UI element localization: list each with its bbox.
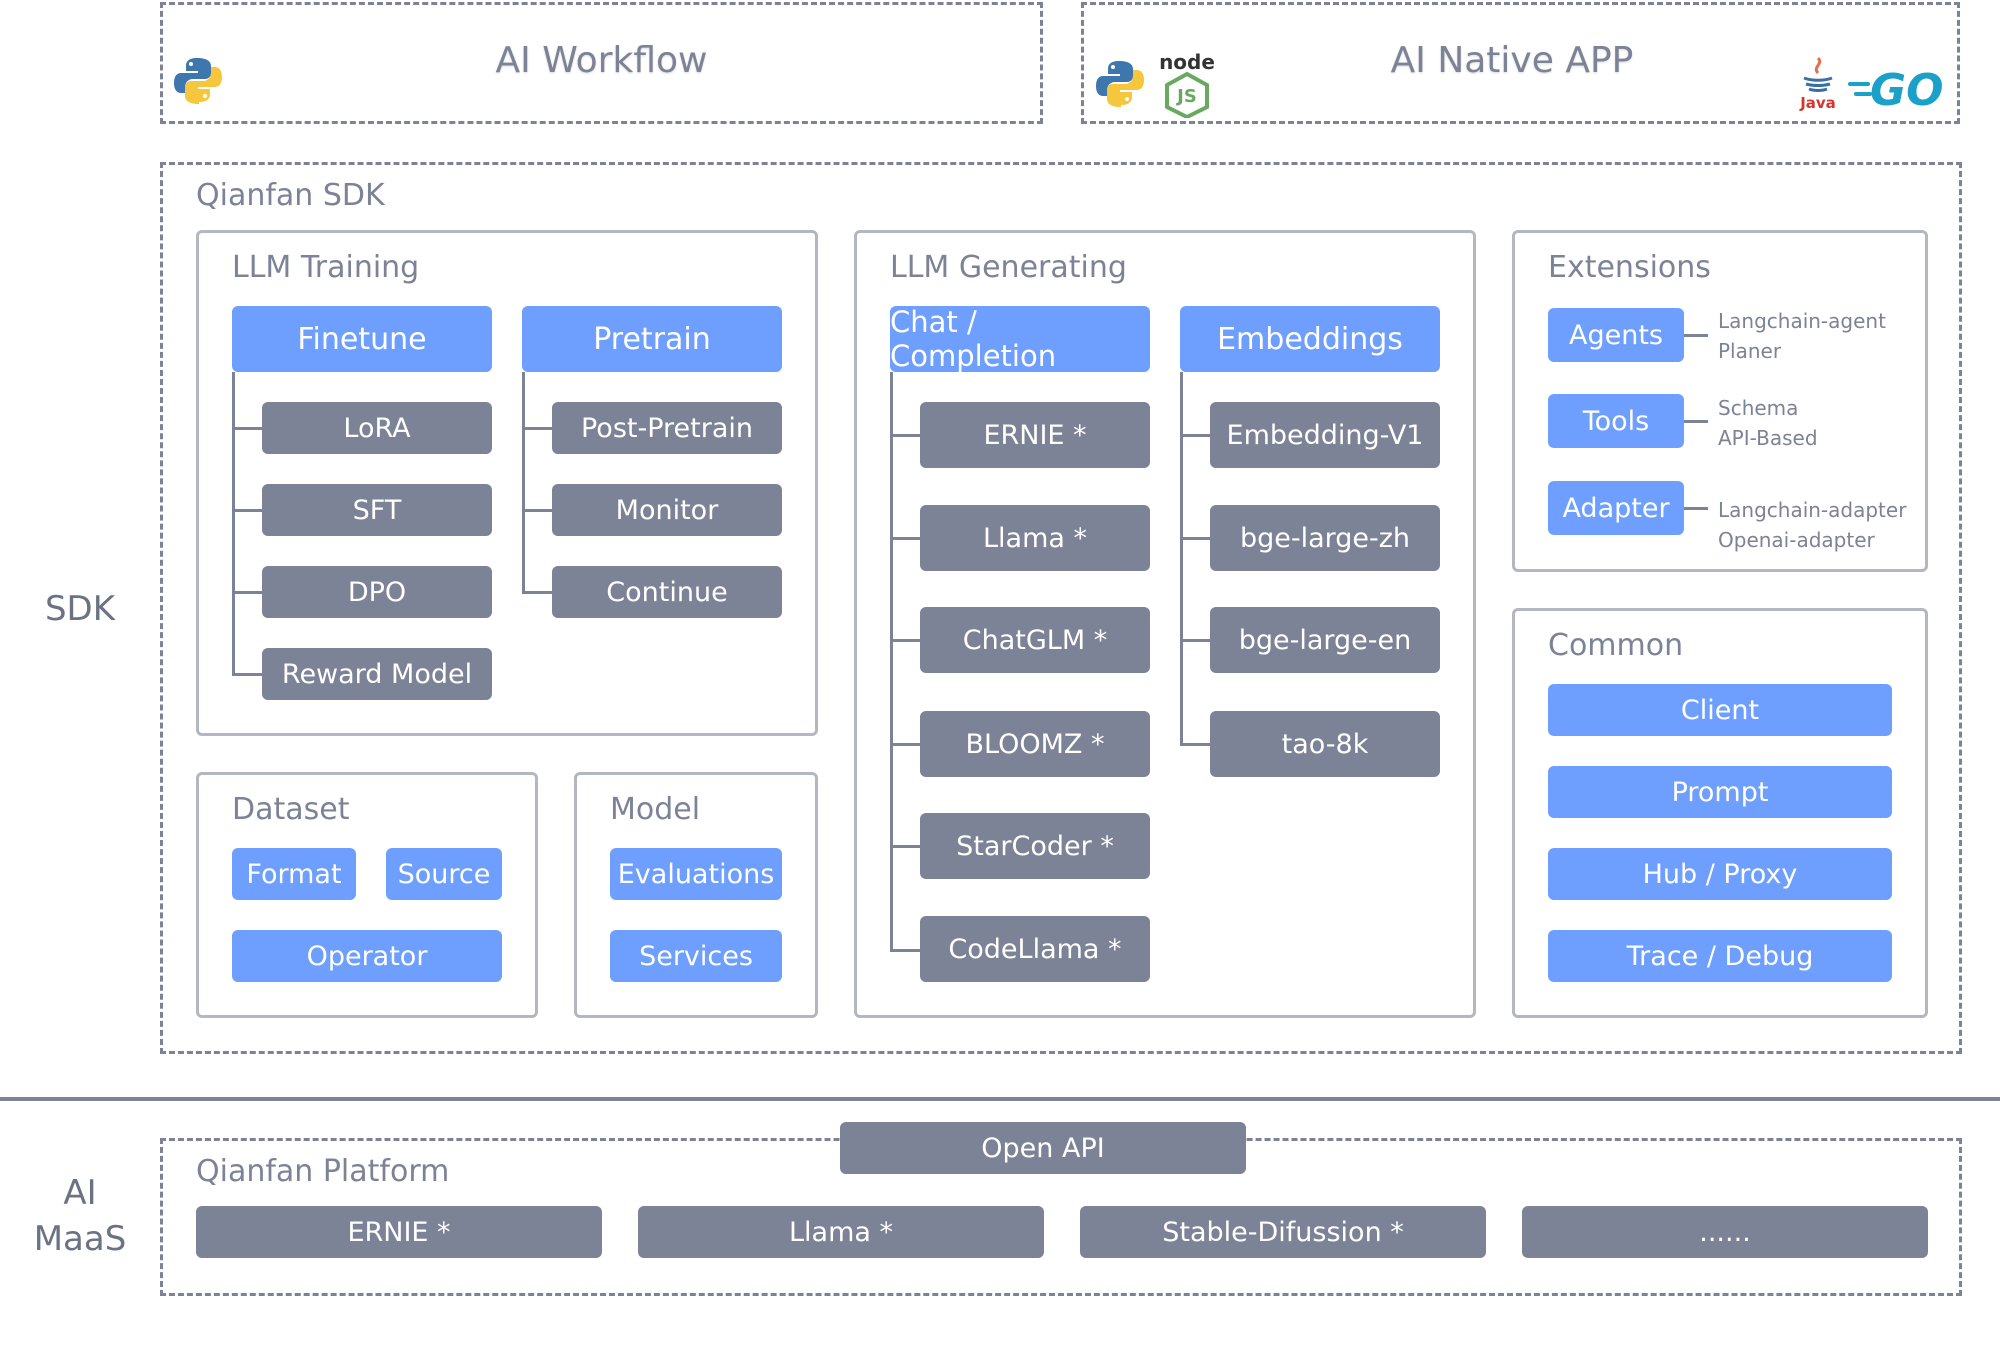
pretrain-item: Monitor <box>552 484 782 536</box>
finetune-item: LoRA <box>262 402 492 454</box>
node-text: node <box>1159 50 1215 74</box>
common-item: Client <box>1548 684 1892 736</box>
platform-model-item: ...... <box>1522 1206 1928 1258</box>
platform-model-item: Llama * <box>638 1206 1044 1258</box>
source-node: Source <box>386 848 502 900</box>
chat-model-item: ERNIE * <box>920 402 1150 468</box>
finetune-connector <box>232 372 235 676</box>
ai-native-app-title: AI Native APP <box>1390 40 1634 81</box>
platform-model-item: Stable-Difussion * <box>1080 1206 1486 1258</box>
python-icon <box>1095 58 1145 108</box>
java-text: Java <box>1800 94 1836 112</box>
embedding-model-item: bge-large-zh <box>1210 505 1440 571</box>
open-api-node: Open API <box>840 1122 1246 1174</box>
extensions-title: Extensions <box>1548 250 1711 285</box>
chat-model-item: ChatGLM * <box>920 607 1150 673</box>
qianfan-sdk-title: Qianfan SDK <box>196 178 385 213</box>
js-text: JS <box>1177 86 1197 107</box>
chat-connector <box>890 372 893 952</box>
tools-note: Schema API-Based <box>1718 396 1818 450</box>
go-text: GO <box>1870 65 1944 116</box>
llm-generating-title: LLM Generating <box>890 250 1127 285</box>
model-title: Model <box>610 792 701 827</box>
nodejs-icon: node JS <box>1156 52 1218 118</box>
ai-maas-side-label: AI MaaS <box>33 1173 127 1259</box>
qianfan-sdk-box <box>160 162 1962 1054</box>
services-node: Services <box>610 930 782 982</box>
embedding-model-item: bge-large-en <box>1210 607 1440 673</box>
chat-model-item: Llama * <box>920 505 1150 571</box>
embeddings-connector <box>1180 372 1183 746</box>
adapter-node: Adapter <box>1548 481 1684 535</box>
llm-training-title: LLM Training <box>232 250 420 285</box>
operator-node: Operator <box>232 930 502 982</box>
finetune-item: SFT <box>262 484 492 536</box>
ai-workflow-box <box>160 2 1043 124</box>
adapter-note: Langchain-adapter Openai-adapter <box>1718 498 1907 552</box>
finetune-item: Reward Model <box>262 648 492 700</box>
pretrain-item: Continue <box>552 566 782 618</box>
common-item: Hub / Proxy <box>1548 848 1892 900</box>
tools-node: Tools <box>1548 394 1684 448</box>
sdk-side-label: SDK <box>44 589 116 629</box>
finetune-node: Finetune <box>232 306 492 372</box>
ai-workflow-title: AI Workflow <box>495 40 708 81</box>
java-icon: Java <box>1796 56 1840 112</box>
chat-model-item: BLOOMZ * <box>920 711 1150 777</box>
ai-native-app-box <box>1081 2 1960 124</box>
chat-completion-node: Chat / Completion <box>890 305 1150 373</box>
evaluations-node: Evaluations <box>610 848 782 900</box>
agents-node: Agents <box>1548 308 1684 362</box>
embedding-model-item: tao-8k <box>1210 711 1440 777</box>
common-title: Common <box>1548 628 1684 663</box>
common-item: Prompt <box>1548 766 1892 818</box>
dataset-title: Dataset <box>232 792 350 827</box>
platform-model-item: ERNIE * <box>196 1206 602 1258</box>
common-item: Trace / Debug <box>1548 930 1892 982</box>
finetune-item: DPO <box>262 566 492 618</box>
section-divider <box>0 1097 2000 1101</box>
pretrain-node: Pretrain <box>522 306 782 372</box>
embedding-model-item: Embedding-V1 <box>1210 402 1440 468</box>
go-icon: GO <box>1848 66 1948 116</box>
pretrain-item: Post-Pretrain <box>552 402 782 454</box>
chat-model-item: CodeLlama * <box>920 916 1150 982</box>
embeddings-node: Embeddings <box>1180 306 1440 372</box>
format-node: Format <box>232 848 356 900</box>
qianfan-platform-title: Qianfan Platform <box>196 1154 450 1189</box>
pretrain-connector <box>522 372 525 594</box>
python-icon <box>173 55 223 105</box>
agents-note: Langchain-agent Planer <box>1718 309 1886 363</box>
chat-model-item: StarCoder * <box>920 813 1150 879</box>
